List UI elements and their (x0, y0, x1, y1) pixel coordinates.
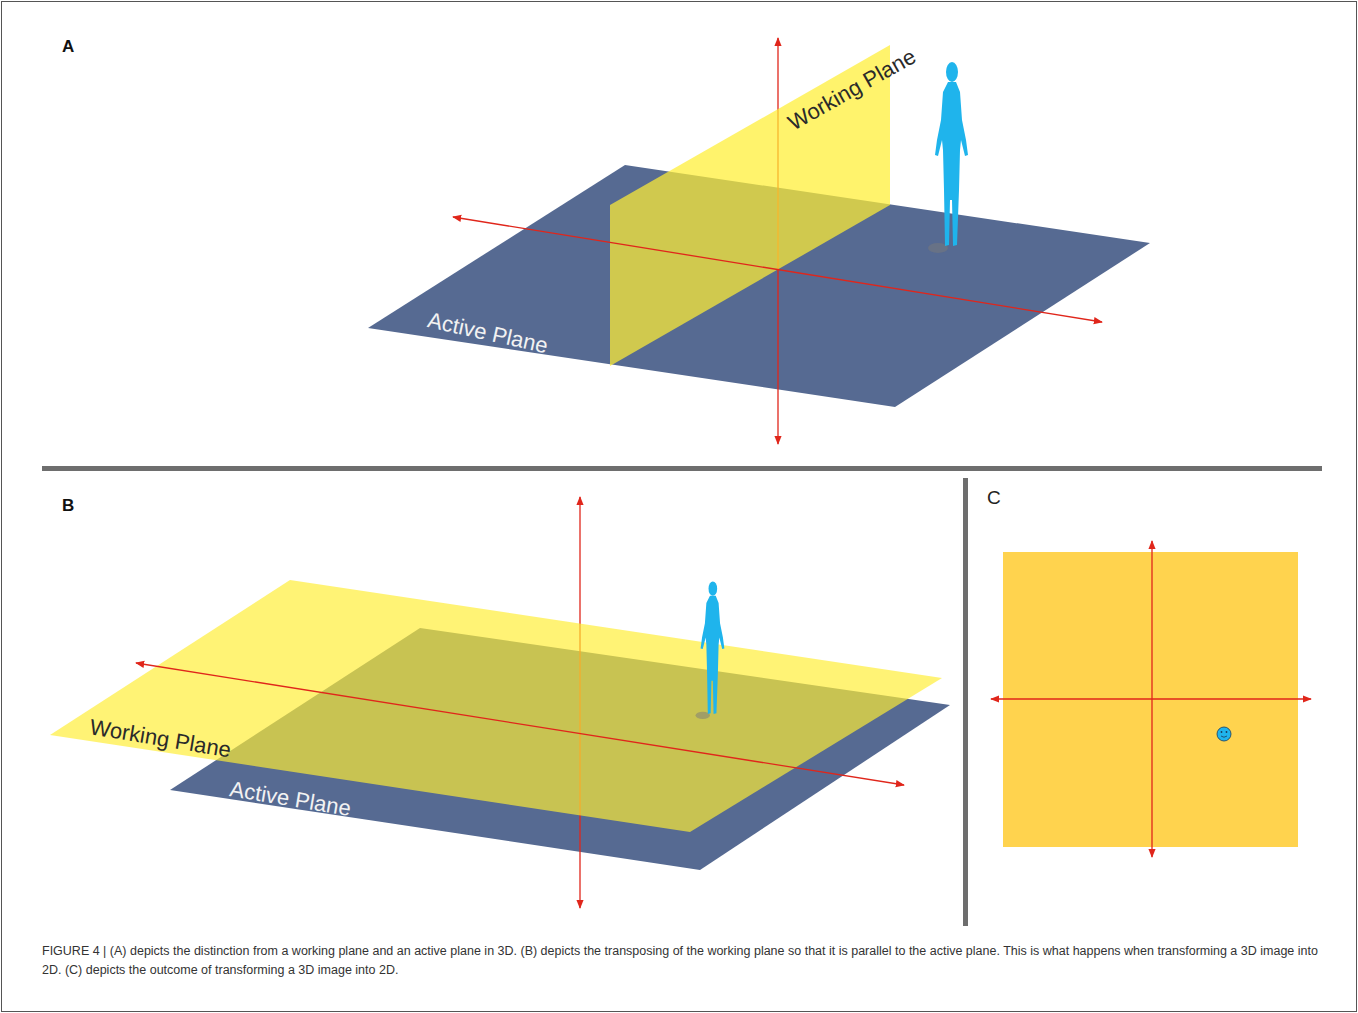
panel-letter: B (62, 497, 74, 516)
axis-arrow (991, 698, 1311, 699)
panel-letter: C (987, 488, 1001, 509)
panel-separator (42, 466, 1322, 471)
panel-letter: A (62, 38, 74, 57)
panel-separator (963, 478, 968, 926)
person-dot (1217, 727, 1231, 741)
axis-arrow (453, 217, 1102, 322)
figure-caption: FIGURE 4 | (A) depicts the distinction f… (42, 942, 1332, 980)
person-figure (928, 62, 968, 253)
working-plane (50, 580, 942, 832)
axis-arrow (136, 663, 904, 785)
person-figure (696, 581, 725, 719)
